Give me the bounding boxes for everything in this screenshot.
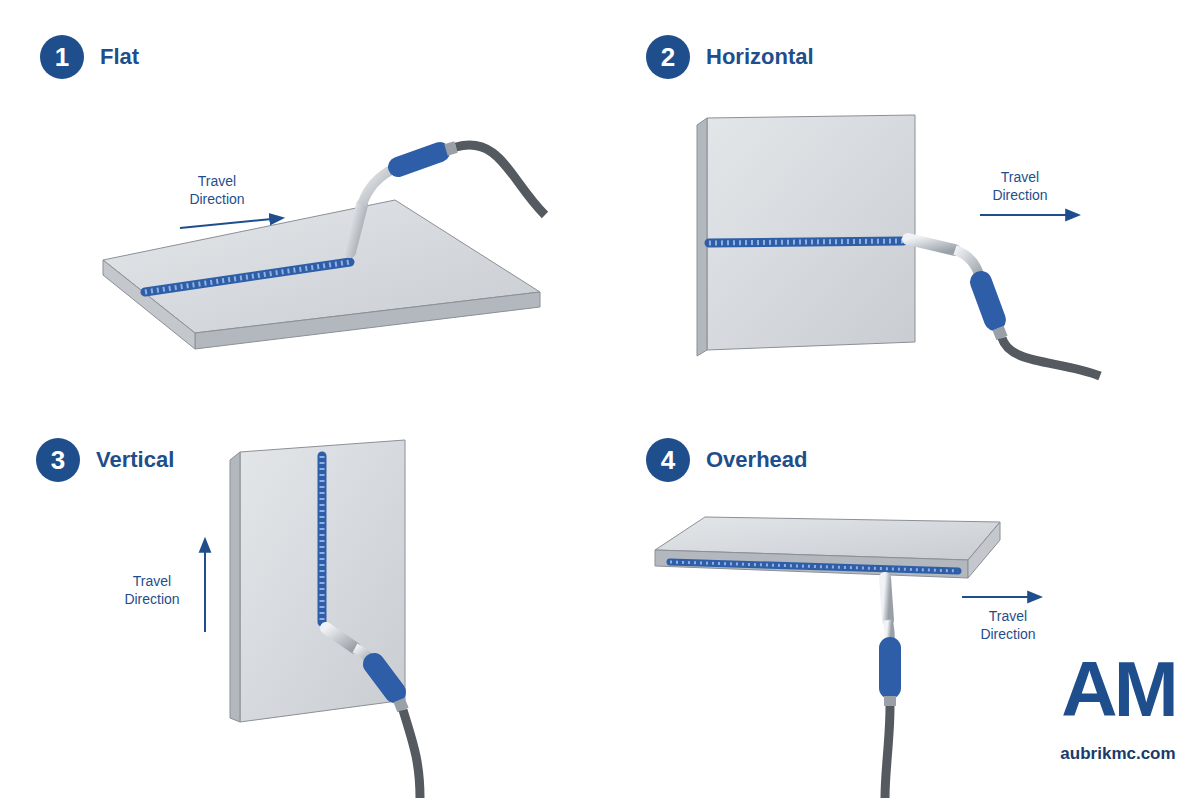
callout-number: 1 bbox=[40, 35, 84, 79]
gun-handle bbox=[374, 664, 395, 692]
travel-arrow bbox=[962, 596, 1040, 598]
travel-label: Travel Direction bbox=[107, 572, 197, 608]
gun-nozzle bbox=[326, 628, 355, 648]
position-title: Horizontal bbox=[706, 44, 814, 70]
gun-cable bbox=[456, 145, 545, 215]
gun-cap bbox=[446, 147, 456, 150]
plate-side bbox=[230, 452, 240, 722]
travel-arrow bbox=[180, 218, 282, 228]
website-url: aubrikmc.com bbox=[1060, 744, 1175, 764]
position-heading: 3 Vertical bbox=[36, 438, 174, 482]
callout-number: 3 bbox=[36, 438, 80, 482]
welding-gun bbox=[350, 145, 545, 252]
travel-label: Travel Direction bbox=[975, 168, 1065, 204]
gun-cable bbox=[885, 706, 890, 798]
welding-gun bbox=[885, 578, 890, 798]
gun-handle bbox=[981, 282, 995, 320]
position-title: Flat bbox=[100, 44, 139, 70]
plate-side bbox=[103, 260, 195, 349]
weld-bead bbox=[318, 456, 327, 622]
gun-nozzle bbox=[885, 578, 888, 620]
weld-ripple bbox=[320, 456, 325, 622]
gun-handle bbox=[398, 152, 440, 167]
weld-bead bbox=[145, 262, 350, 292]
flat-plate bbox=[103, 200, 540, 349]
welding-gun bbox=[326, 628, 420, 798]
gun-nozzle bbox=[350, 205, 362, 252]
gun-cable bbox=[403, 710, 420, 798]
travel-arrow bbox=[980, 214, 1078, 216]
weld-ripple bbox=[670, 562, 958, 571]
travel-label: Travel Direction bbox=[172, 172, 262, 208]
travel-label: Travel Direction bbox=[963, 607, 1053, 643]
plate-front bbox=[655, 550, 968, 578]
welding-gun bbox=[908, 239, 1100, 376]
travel-arrow bbox=[204, 540, 206, 632]
gun-nozzle bbox=[908, 239, 955, 250]
weld-bead bbox=[670, 562, 958, 571]
vertical-plate bbox=[230, 440, 405, 722]
position-heading: 2 Horizontal bbox=[646, 35, 814, 79]
gun-cap bbox=[884, 696, 896, 706]
gun-neck bbox=[362, 168, 395, 205]
weld-ripple bbox=[709, 241, 903, 243]
position-heading: 4 Overhead bbox=[646, 438, 808, 482]
gun-cap bbox=[399, 700, 403, 710]
overhead-plate bbox=[655, 517, 1000, 578]
position-heading: 1 Flat bbox=[40, 35, 139, 79]
plate-side bbox=[968, 522, 1000, 578]
horizontal-plate bbox=[697, 115, 915, 356]
position-title: Vertical bbox=[96, 447, 174, 473]
callout-number: 4 bbox=[646, 438, 690, 482]
plate-side bbox=[697, 118, 707, 356]
gun-cable bbox=[1002, 338, 1100, 376]
logo-mark: AM bbox=[1061, 650, 1174, 728]
plate-front bbox=[707, 115, 915, 350]
weld-bead bbox=[709, 241, 903, 243]
gun-handle bbox=[879, 648, 901, 688]
plate-front bbox=[240, 440, 405, 722]
position-title: Overhead bbox=[706, 447, 808, 473]
callout-number: 2 bbox=[646, 35, 690, 79]
plate-side bbox=[195, 292, 540, 349]
gun-cap bbox=[998, 328, 1002, 338]
weld-ripple bbox=[145, 262, 350, 292]
